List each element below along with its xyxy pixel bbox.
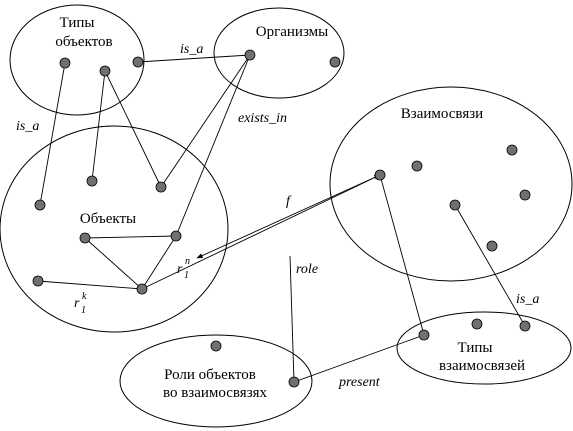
- node: [506, 144, 518, 156]
- node: [32, 275, 44, 287]
- label-object-types-2: объектов: [55, 34, 112, 50]
- edge-type-to-object-left: [39, 62, 66, 206]
- node: [449, 199, 461, 211]
- node: [519, 189, 531, 201]
- organisms-ellipse: [213, 7, 345, 99]
- roles-ellipse: [119, 334, 313, 428]
- edge-f-arrow: [196, 174, 381, 259]
- edge-label-is-a-right: is_a: [516, 292, 539, 307]
- edge-label-present: present: [338, 375, 381, 390]
- label-relations: Взаимосвязи: [401, 106, 483, 122]
- edge-label-r1n-sub: 1: [184, 270, 189, 281]
- edge-object-center-to-top: [141, 235, 177, 290]
- node: [288, 376, 300, 388]
- node: [471, 318, 483, 330]
- node: [244, 49, 256, 61]
- node: [34, 199, 46, 211]
- node: [210, 340, 222, 352]
- node: [374, 169, 386, 181]
- node: [59, 57, 71, 69]
- label-organisms: Организмы: [256, 24, 328, 40]
- edge-relation-to-type-right: [454, 204, 526, 327]
- label-relation-types-2: взаимосвязей: [439, 358, 525, 374]
- label-object-types-1: Типы: [60, 15, 95, 31]
- edge-object-pair: [84, 235, 177, 239]
- node: [329, 56, 341, 68]
- edge-label-r1k-sup: k: [82, 291, 87, 302]
- edge-label-is-a-left: is_a: [16, 119, 39, 134]
- edge-type-to-object-mid: [91, 70, 106, 182]
- node: [79, 232, 91, 244]
- node: [486, 240, 498, 252]
- node: [411, 160, 423, 172]
- edge-type-to-object-right: [104, 70, 162, 188]
- edge-label-is-a-top: is_a: [180, 42, 203, 57]
- node: [155, 181, 167, 193]
- relation-types-ellipse: [396, 311, 572, 385]
- edge-label-r1k-base: r: [74, 296, 80, 311]
- label-objects: Объекты: [80, 211, 136, 227]
- node: [170, 230, 182, 242]
- edge-label-r1k-sub: 1: [81, 305, 86, 316]
- edge-object-left-to-center: [84, 237, 143, 290]
- object-types-ellipse: [9, 4, 145, 116]
- edge-role-to-role-node: [289, 255, 295, 383]
- edge-label-role: role: [296, 262, 318, 277]
- node: [418, 329, 430, 341]
- label-roles-1: Роли объектов: [164, 367, 256, 383]
- edge-organism-to-object-a: [160, 54, 251, 188]
- node: [136, 283, 148, 295]
- node: [99, 65, 111, 77]
- node: [132, 56, 144, 68]
- edge-label-exists-in: exists_in: [238, 111, 287, 126]
- label-roles-2: во взаимосвязях: [163, 385, 268, 401]
- edge-relation-to-type: [379, 174, 425, 336]
- edge-type-to-organism: [137, 54, 251, 63]
- edge-label-r1n-base: r: [177, 262, 183, 277]
- objects-ellipse: [0, 125, 229, 333]
- edge-object-bottom-to-center: [37, 280, 143, 290]
- edge-label-f: f: [286, 194, 292, 209]
- edge-present: [293, 334, 425, 383]
- edge-label-r1n-sup: n: [185, 256, 190, 267]
- edge-organism-to-object-b: [175, 54, 251, 237]
- node: [519, 320, 531, 332]
- node: [86, 175, 98, 187]
- label-relation-types-1: Типы: [458, 340, 493, 356]
